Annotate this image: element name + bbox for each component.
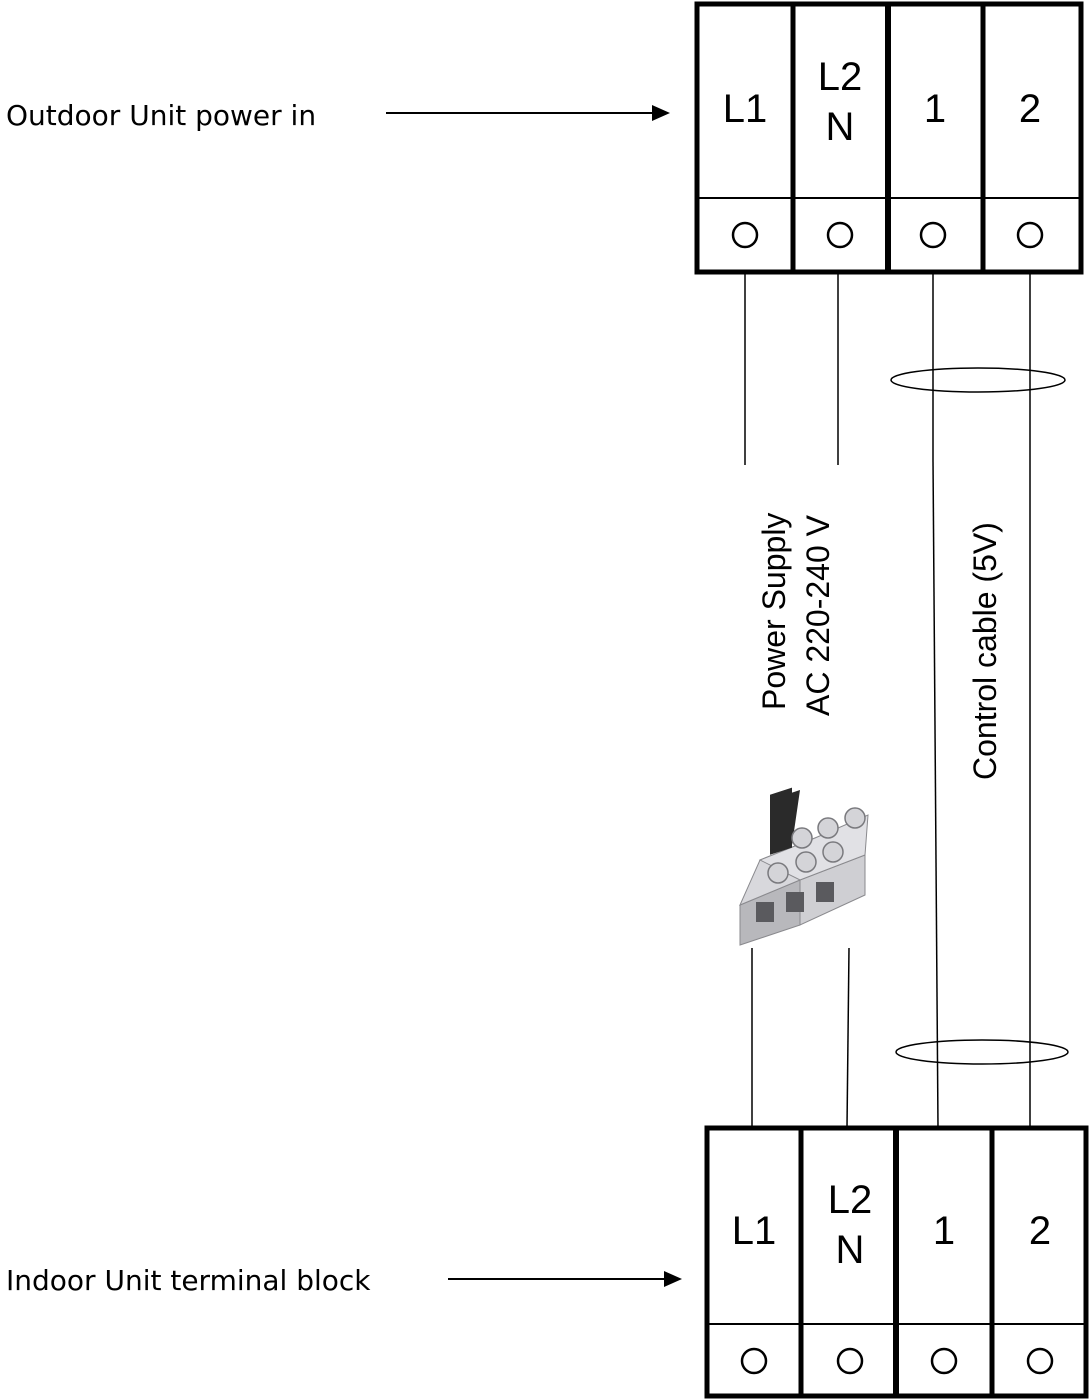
screw-icon	[836, 1347, 864, 1375]
terminal-label: 2	[1019, 87, 1041, 131]
screw-icon	[930, 1347, 958, 1375]
terminal-label: 2	[1029, 1209, 1051, 1253]
terminal-label: L1	[723, 87, 768, 131]
terminal-label: L2	[828, 1178, 873, 1222]
terminal-label-secondary: N	[836, 1228, 865, 1272]
power-supply-label-line1: Power Supply	[756, 513, 792, 710]
screw-icon	[919, 221, 947, 249]
outdoor-terminal-l2n: L2 N	[818, 55, 863, 249]
outdoor-terminal-block: L1 L2 N 1 2	[694, 1, 1084, 275]
indoor-terminal-block: L1 L2 N 1 2	[704, 1125, 1089, 1399]
cable-sleeve-upper	[890, 367, 1066, 393]
control-cable-wires	[890, 274, 1069, 1128]
outdoor-terminal-l1: L1	[723, 87, 768, 249]
outdoor-terminal-1: 1	[919, 87, 947, 249]
screw-icon	[826, 221, 854, 249]
control-cable-label: Control cable (5V)	[967, 522, 1003, 780]
terminal-label: 1	[933, 1209, 955, 1253]
indoor-terminal-1: 1	[930, 1209, 958, 1375]
screw-icon	[1016, 221, 1044, 249]
terminal-label: L2	[818, 55, 863, 99]
indoor-terminal-l2n: L2 N	[828, 1178, 873, 1375]
terminal-label-secondary: N	[826, 105, 855, 149]
screw-icon	[1026, 1347, 1054, 1375]
indoor-arrow	[448, 1271, 682, 1287]
terminal-label: 1	[924, 87, 946, 131]
power-supply-label-line2: AC 220-240 V	[800, 514, 836, 716]
outdoor-terminal-2: 2	[1016, 87, 1044, 249]
terminal-connector-icon	[739, 787, 869, 946]
screw-icon	[731, 221, 759, 249]
outdoor-arrow	[386, 105, 670, 121]
power-wires-upper	[744, 274, 839, 465]
indoor-unit-label: Indoor Unit terminal block	[6, 1264, 371, 1297]
indoor-terminal-2: 2	[1026, 1209, 1054, 1375]
screw-icon	[740, 1347, 768, 1375]
outdoor-unit-label: Outdoor Unit power in	[6, 99, 316, 132]
cable-sleeve-lower	[895, 1039, 1069, 1065]
power-wires-lower	[751, 947, 850, 1128]
terminal-label: L1	[732, 1209, 777, 1253]
indoor-terminal-l1: L1	[732, 1209, 777, 1375]
